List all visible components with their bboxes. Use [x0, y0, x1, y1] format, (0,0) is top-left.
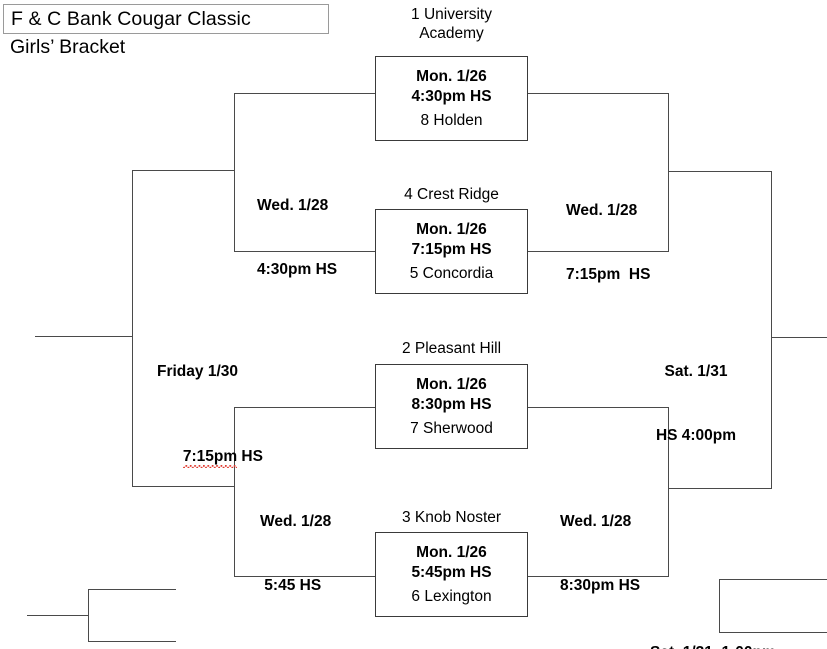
game-12-label: Sat. 1/31 1:00pm HS	[650, 599, 827, 649]
consolation-right-top	[719, 579, 827, 580]
connector-right-lower-out	[668, 488, 772, 489]
game-9-venue: HS	[237, 448, 263, 466]
game-3-bottom-seed: 7 Sherwood	[410, 420, 493, 438]
tournament-title-box: F & C Bank Cougar Classic	[3, 4, 329, 34]
game-1-top-seed: 1 University Academy	[375, 6, 528, 44]
game-4-date: Mon. 1/26	[416, 543, 487, 561]
page-title: F & C Bank Cougar Classic	[11, 7, 251, 30]
connector-left-lower-top	[234, 407, 375, 408]
connector-left-lower-spine	[234, 407, 235, 577]
connector-left-lower-bottom	[234, 576, 375, 577]
game-1-top-seed-line2: Academy	[419, 24, 484, 42]
bracket-subtitle: Girls’ Bracket	[10, 36, 126, 58]
game-8-label: Wed. 1/28 8:30pm HS	[560, 468, 710, 639]
game-5-label: Wed. 1/28 4:30pm HS	[257, 152, 407, 323]
connector-left-upper-top	[234, 93, 375, 94]
game-4-box[interactable]: Mon. 1/26 5:45pm HS 6 Lexington	[375, 532, 528, 617]
connector-right-lower-spine	[668, 407, 669, 577]
consolation-left-bottom	[88, 641, 176, 642]
game-8-time: 8:30pm HS	[560, 576, 641, 594]
game-2-date: Mon. 1/26	[416, 220, 487, 238]
consolation-right-bottom	[719, 632, 827, 633]
game-1-bottom-seed: 8 Holden	[420, 112, 483, 130]
connector-left-upper-bottom	[234, 251, 375, 252]
game-9-date: Friday 1/30	[157, 362, 238, 380]
semifinal-left-spine	[132, 171, 133, 487]
semifinal-right-spine	[771, 171, 772, 488]
consolation-left-in	[27, 615, 89, 616]
connector-right-lower-bottom	[528, 576, 669, 577]
game-7-time: 5:45 HS	[260, 576, 322, 594]
game-5-time: 4:30pm HS	[257, 260, 338, 278]
game-4-top-seed: 3 Knob Noster	[375, 509, 528, 528]
game-1-time: 4:30pm HS	[411, 88, 492, 105]
game-10-label: Sat. 1/31 HS 4:00pm	[621, 318, 771, 489]
game-1-top-seed-line1: 1 University	[411, 6, 492, 23]
consolation-left-top	[88, 589, 176, 590]
game-2-top-seed-line1: 4 Crest Ridge	[404, 186, 499, 203]
connector-left-lower-out	[132, 486, 235, 487]
game-2-top-seed: 4 Crest Ridge	[375, 186, 528, 205]
game-2-bottom-seed: 5 Concordia	[409, 265, 494, 283]
connector-right-upper-bottom	[528, 251, 669, 252]
game-1-box[interactable]: Mon. 1/26 4:30pm HS 8 Holden	[375, 56, 528, 141]
game-1-matchup-info: Mon. 1/26 4:30pm HS	[411, 67, 491, 107]
game-9-time: 7:15pm	[182, 448, 238, 468]
game-7-date: Wed. 1/28	[260, 512, 332, 530]
semifinal-right-out	[771, 337, 827, 338]
game-4-matchup-info: Mon. 1/26 5:45pm HS	[411, 543, 491, 583]
connector-right-upper-spine	[668, 93, 669, 252]
connector-right-upper-out	[668, 171, 772, 172]
game-4-bottom-seed: 6 Lexington	[411, 588, 492, 606]
game-11-label: Friday 1/30 4:30pm HS	[98, 605, 318, 649]
game-3-date: Mon. 1/26	[416, 375, 487, 393]
game-7-label: Wed. 1/28 5:45 HS	[260, 468, 410, 639]
game-2-time: 7:15pm HS	[411, 241, 492, 258]
connector-left-upper-spine	[234, 93, 235, 252]
game-6-date: Wed. 1/28	[566, 201, 638, 219]
game-2-box[interactable]: Mon. 1/26 7:15pm HS 5 Concordia	[375, 209, 528, 294]
game-1-date: Mon. 1/26	[416, 67, 487, 85]
game-10-time: HS 4:00pm	[655, 426, 737, 444]
game-3-top-seed: 2 Pleasant Hill	[375, 340, 528, 359]
game-5-date: Wed. 1/28	[257, 196, 329, 214]
game-8-date: Wed. 1/28	[560, 512, 632, 530]
connector-right-lower-top	[528, 407, 669, 408]
game-4-top-seed-line1: 3 Knob Noster	[401, 509, 502, 526]
game-2-matchup-info: Mon. 1/26 7:15pm HS	[411, 220, 491, 260]
game-6-label: Wed. 1/28 7:15pm HS	[566, 157, 716, 328]
connector-left-upper-out	[132, 170, 235, 171]
game-10-date: Sat. 1/31	[664, 362, 728, 380]
semifinal-left-out	[35, 336, 133, 337]
game-12-line1: Sat. 1/31 1:00pm	[650, 642, 827, 649]
game-3-time: 8:30pm HS	[411, 396, 492, 413]
game-9-time-row: 7:15pm HS	[157, 425, 337, 489]
game-9-label: Friday 1/30 7:15pm HS	[157, 318, 337, 532]
game-3-matchup-info: Mon. 1/26 8:30pm HS	[411, 375, 491, 415]
connector-right-upper-top	[528, 93, 669, 94]
game-3-top-seed-line1: 2 Pleasant Hill	[401, 340, 502, 357]
consolation-right-spine	[719, 579, 720, 633]
game-6-time: 7:15pm HS	[566, 265, 651, 283]
game-3-box[interactable]: Mon. 1/26 8:30pm HS 7 Sherwood	[375, 364, 528, 449]
game-4-time: 5:45pm HS	[411, 564, 492, 581]
